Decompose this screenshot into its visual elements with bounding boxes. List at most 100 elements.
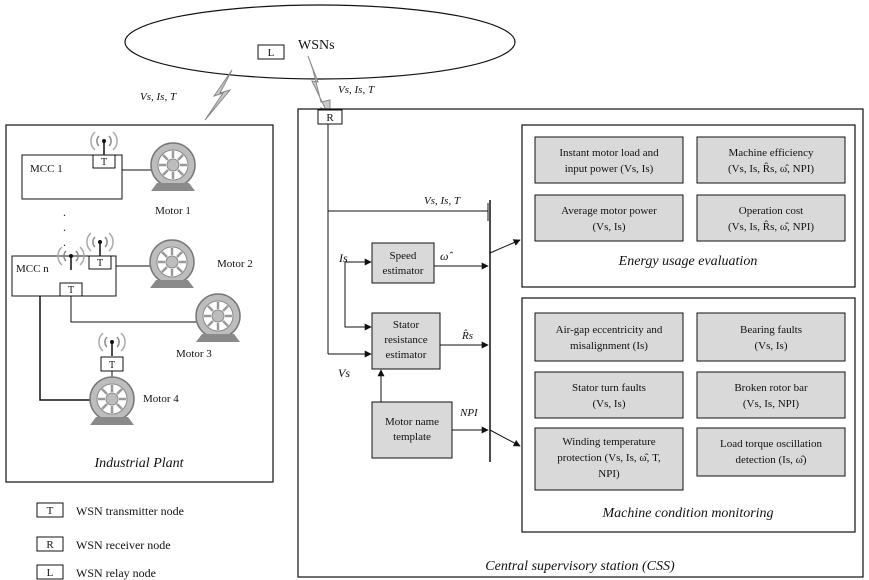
- energy-box-4-line1: Operation cost: [739, 205, 803, 217]
- motor-3-label: Motor 3: [176, 348, 212, 360]
- monitor-box-load-torque: [696, 427, 846, 477]
- monitor-box-broken-rotor: [696, 371, 846, 419]
- ellipsis-dot: .: [63, 205, 66, 219]
- motor-3-icon: [194, 292, 242, 344]
- stator-estimator-line2: resistance: [384, 334, 427, 346]
- monitor-box-5-line1: Winding temperature: [562, 436, 655, 448]
- css-frame: [297, 108, 864, 578]
- is-arrow-speed: [344, 258, 372, 267]
- legend-transmitter-box: [36, 502, 64, 518]
- monitor-box-5-line3: NPI): [598, 468, 620, 480]
- legend-relay-box: [36, 564, 64, 580]
- npi-label: NPI: [459, 407, 479, 419]
- wsn-label: WSNs: [298, 38, 335, 53]
- legend-transmitter-label: WSN transmitter node: [76, 504, 184, 518]
- monitor-box-1-line2: misalignment (Is): [570, 340, 648, 352]
- legend-receiver-box: [36, 536, 64, 552]
- receiver-node: [317, 109, 343, 125]
- monitor-box-2-line2: (Vs, Is): [755, 340, 788, 352]
- speed-estimator-line2: estimator: [383, 265, 424, 277]
- energy-usage-title: Energy usage evaluation: [618, 254, 758, 269]
- monitor-box-6-line2: detection (Is, ω̂): [735, 454, 806, 466]
- transmitter-tag-1: T: [101, 157, 107, 168]
- stator-estimator-line1: Stator: [393, 319, 420, 331]
- motor-1-label: Motor 1: [155, 205, 191, 217]
- energy-box-efficiency: [696, 136, 846, 184]
- uplink-signal-label: Vs, Is, T: [140, 91, 177, 103]
- is-label: Is: [338, 251, 348, 265]
- energy-box-2-line2: (Vs, Is, R̂s, ω̂, NPI): [728, 162, 814, 175]
- uplink-bolt: [204, 69, 233, 121]
- industrial-plant-frame: [5, 124, 274, 483]
- motor-template-line2: template: [393, 431, 431, 443]
- motor-2-label: Motor 2: [217, 258, 253, 270]
- relay-node: [257, 44, 285, 60]
- ellipsis-dot: .: [63, 220, 66, 234]
- speed-estimator-line1: Speed: [390, 250, 417, 262]
- energy-box-3-line2: (Vs, Is): [593, 221, 626, 233]
- motor-4-label: Motor 4: [143, 393, 179, 405]
- machine-monitoring-frame: [521, 297, 856, 533]
- motor-2-icon: [148, 238, 196, 290]
- transmitter-tag-3: T: [68, 285, 74, 296]
- vs-label: Vs: [338, 366, 350, 380]
- energy-box-operation-cost: [696, 194, 846, 242]
- legend-transmitter-tag: T: [47, 505, 54, 517]
- energy-box-3-line1: Average motor power: [561, 205, 657, 217]
- industrial-plant-title: Industrial Plant: [93, 456, 184, 471]
- downlink-signal-label: Vs, Is, T: [338, 84, 375, 96]
- monitor-box-winding-temp: [534, 427, 684, 491]
- speed-estimator-box: [371, 242, 435, 284]
- motor-1-icon: [149, 141, 197, 193]
- monitor-box-3-line1: Stator turn faults: [572, 382, 646, 394]
- antenna-icon: [90, 131, 118, 156]
- transmitter-tag-2: T: [97, 258, 103, 269]
- legend-relay-label: WSN relay node: [76, 566, 156, 580]
- energy-box-average-power: [534, 194, 684, 242]
- rs-label: R̂s: [461, 329, 473, 342]
- energy-box-4-line2: (Vs, Is, R̂s, ω̂, NPI): [728, 220, 814, 233]
- mcc-1-label: MCC 1: [30, 163, 63, 175]
- monitor-box-4-line1: Broken rotor bar: [734, 382, 808, 394]
- to-energy-arrow: [489, 239, 521, 254]
- motor-4-icon: [88, 375, 136, 427]
- monitor-box-air-gap: [534, 312, 684, 362]
- mccn-motor4-wire: [39, 296, 90, 401]
- relay-node-tag: L: [268, 47, 275, 59]
- stator-estimator-line3: estimator: [386, 349, 427, 361]
- motor-name-template-box: [371, 401, 453, 459]
- energy-box-1-line2: input power (Vs, Is): [565, 163, 654, 175]
- monitor-box-6-line1: Load torque oscillation: [720, 438, 823, 450]
- is-arrow-stator: [344, 262, 372, 331]
- monitor-box-5-line2: protection (Vs, Is, ω̂, T,: [557, 452, 661, 464]
- motor-template-line1: Motor name: [385, 416, 439, 428]
- energy-box-instant-load: [534, 136, 684, 184]
- monitor-box-4-line2: (Vs, Is, NPI): [743, 398, 800, 410]
- wsn-cloud-ellipse: [124, 4, 516, 80]
- monitor-box-stator-turn: [534, 371, 684, 419]
- omega-label: ω̂: [440, 249, 453, 263]
- mccn-motor3-wire: [70, 296, 196, 323]
- machine-monitoring-title: Machine condition monitoring: [601, 506, 773, 521]
- legend-receiver-tag: R: [46, 539, 54, 551]
- monitor-box-1-line1: Air-gap eccentricity and: [556, 324, 663, 336]
- receiver-tag: R: [326, 112, 334, 124]
- ellipsis-dot: .: [63, 235, 66, 249]
- css-title: Central supervisory station (CSS): [485, 559, 675, 574]
- stator-resistance-estimator-box: [371, 312, 441, 370]
- monitor-box-bearing: [696, 312, 846, 362]
- antenna-icon: [86, 232, 114, 257]
- legend-receiver-label: WSN receiver node: [76, 538, 171, 552]
- monitor-box-2-line1: Bearing faults: [740, 324, 802, 336]
- energy-box-1-line1: Instant motor load and: [559, 147, 659, 159]
- legend-relay-tag: L: [47, 567, 54, 579]
- to-monitoring-arrow: [489, 429, 521, 447]
- energy-box-2-line1: Machine efficiency: [728, 147, 814, 159]
- monitor-box-3-line2: (Vs, Is): [593, 398, 626, 410]
- mcc-n-label: MCC n: [16, 263, 49, 275]
- bus-label: Vs, Is, T: [424, 195, 461, 207]
- energy-usage-frame: [521, 124, 856, 288]
- antenna-icon: [98, 332, 126, 357]
